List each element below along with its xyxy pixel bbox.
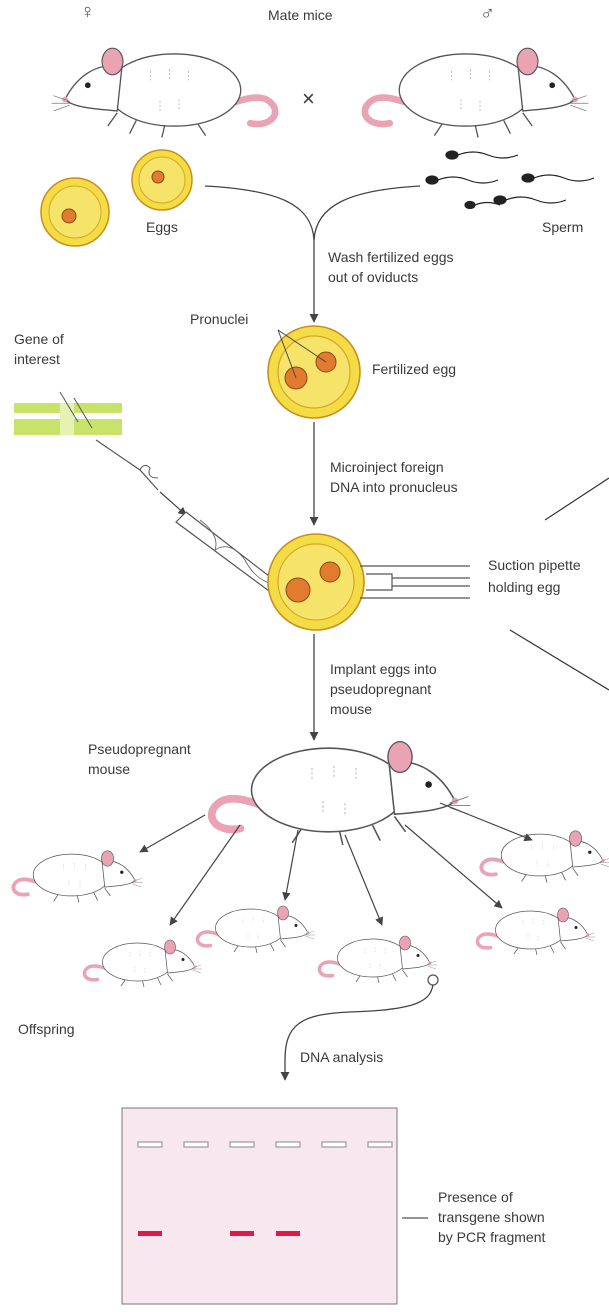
gel-well: [276, 1142, 300, 1147]
pseudopregnant-mouse: [212, 742, 471, 845]
implant-label: Implant eggs into: [330, 660, 437, 678]
eggs-label: Eggs: [146, 218, 178, 236]
offspring-mouse: [477, 908, 595, 955]
male-mouse: [365, 48, 588, 137]
zoom-line: [510, 630, 609, 690]
presence-label-2: transgene shown: [438, 1208, 545, 1226]
gene-arrow: [160, 492, 186, 515]
unfertilized-egg: [132, 150, 192, 210]
implant-label-2: pseudopregnant: [330, 680, 431, 698]
injected-egg: [268, 534, 364, 630]
presence-label-3: by PCR fragment: [438, 1228, 545, 1246]
suction-label: Suction pipette: [488, 556, 581, 574]
gel-well: [184, 1142, 208, 1147]
microinject-label: Microinject foreign: [330, 458, 444, 476]
implant-label-3: mouse: [330, 700, 372, 718]
pseudopregnant-label-2: mouse: [88, 760, 130, 778]
female-symbol: ♀: [80, 2, 95, 22]
pseudopregnant-label: Pseudopregnant: [88, 740, 191, 758]
offspring-mouse: [13, 851, 142, 903]
sperm-cells: [426, 151, 594, 209]
gene-of-interest: [14, 392, 158, 490]
offspring-mouse: [481, 831, 609, 883]
offspring-mouse: [84, 940, 202, 987]
unfertilized-egg: [41, 178, 109, 246]
pcr-gel: [122, 1108, 397, 1304]
wash-label: Wash fertilized eggs: [328, 248, 454, 266]
dna-analysis-label: DNA analysis: [300, 1048, 383, 1066]
pronuclei-label: Pronuclei: [190, 310, 248, 328]
transgene-band: [276, 1231, 300, 1236]
suction-label-2: holding egg: [488, 578, 560, 596]
gel-well: [322, 1142, 346, 1147]
presence-label: Presence of: [438, 1188, 513, 1206]
mate-mice-label: Mate mice: [268, 6, 333, 24]
suction-pipette: [360, 566, 470, 598]
gel-well: [230, 1142, 254, 1147]
fertilized-egg-label: Fertilized egg: [372, 360, 456, 378]
microinject-label-2: DNA into pronucleus: [330, 478, 458, 496]
gel-well: [368, 1142, 392, 1147]
offspring-mouse: [319, 936, 437, 983]
offspring-label: Offspring: [18, 1020, 75, 1038]
gene-label-2: interest: [14, 350, 60, 368]
offspring-mouse: [197, 906, 315, 953]
zoom-line: [545, 478, 609, 520]
transgene-band: [230, 1231, 254, 1236]
gene-label: Gene of: [14, 330, 64, 348]
wash-label-2: out of oviducts: [328, 268, 418, 286]
female-mouse: [52, 48, 275, 137]
cross-symbol: ×: [302, 90, 315, 108]
sperm-label: Sperm: [542, 218, 583, 236]
male-symbol: ♂: [480, 4, 495, 24]
transgene-band: [138, 1231, 162, 1236]
gel-well: [138, 1142, 162, 1147]
